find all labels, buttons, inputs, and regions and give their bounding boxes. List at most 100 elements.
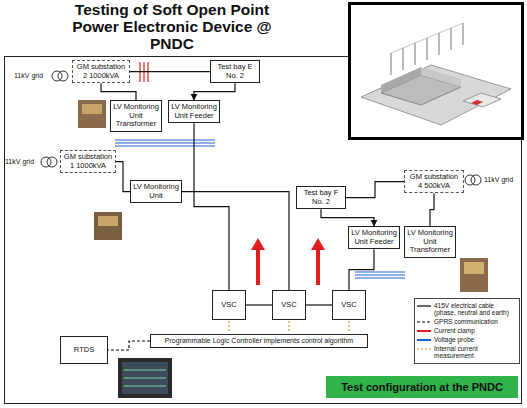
legend-text: 415V electrical cable (phase, neutral an…: [434, 302, 517, 317]
site-poles: [391, 23, 463, 75]
cable-connector: [246, 304, 272, 305]
node-text: LV Monitoring Unit Transformer: [407, 229, 453, 255]
transformer-symbol: [465, 175, 475, 185]
legend-box: 415V electrical cable (phase, neutral an…: [414, 298, 520, 364]
monitoring-unit-box: LV Monitoring Unit: [130, 180, 182, 203]
legend-entry: Current clamp: [417, 327, 517, 335]
equipment-photo: [78, 100, 106, 128]
legend-text: Current clamp: [434, 327, 475, 334]
screen-photo: [118, 358, 172, 398]
controller-bar: Programmable Logic Controller implements…: [150, 334, 368, 348]
cable-connector: [108, 341, 150, 350]
legend-text: GPRS communication: [434, 318, 498, 325]
node-text: VSC: [341, 301, 356, 310]
monitoring-unit-box: LV Monitoring Unit Transformer: [110, 100, 162, 132]
legend-line: [417, 321, 431, 322]
node-text: GM substation 1 1000kVA: [63, 153, 113, 170]
current-arrow: [251, 238, 265, 250]
legend-line: [417, 348, 431, 349]
equipment-photo: [94, 212, 122, 240]
site-building: [421, 67, 461, 87]
equipment-photo: [464, 262, 484, 274]
transformer-symbol: [41, 157, 51, 167]
node-text: RTDS: [74, 346, 94, 355]
site-illustration: [348, 2, 524, 140]
cable-connector: [101, 83, 136, 100]
transformer-symbol: [47, 157, 57, 167]
node-text: GM substation 4 500kVA: [407, 173, 461, 190]
current-arrow: [256, 248, 260, 285]
legend-entry: Internal current measurement: [417, 345, 517, 360]
node-text: VSC: [281, 301, 296, 310]
screen-grid: [124, 370, 166, 386]
node-text: Test bay E No. 2: [213, 63, 257, 80]
equipment-photo: [98, 216, 118, 226]
legend-entry: Voltage probe: [417, 336, 517, 344]
cable-connector: [430, 193, 434, 226]
substation-box: GM substation 1 1000kVA: [60, 150, 116, 173]
current-arrow: [316, 248, 320, 285]
substation-box: GM substation 4 500kVA: [404, 170, 464, 193]
cable-connector: [306, 304, 332, 305]
title: Testing of Soft Open Point Power Electro…: [58, 1, 286, 52]
legend-sample: [417, 327, 431, 335]
node-text: LV Monitoring Unit Feeder: [351, 229, 397, 246]
legend-line: [417, 305, 431, 306]
caption-banner: Test configuration at the PNDC: [326, 376, 518, 398]
node-text: LV Monitoring Unit Feeder: [171, 103, 217, 120]
test-bay-box: Test bay E No. 2: [210, 60, 260, 83]
site-building: [471, 100, 483, 105]
site-overhead-line: [391, 23, 463, 53]
substation-box: GM substation 2 1000kVA: [72, 60, 130, 83]
site-illustration: [351, 5, 521, 137]
screen-photo: [122, 362, 168, 394]
monitoring-unit-box: LV Monitoring Unit Transformer: [404, 226, 456, 258]
transformer-symbol: [58, 71, 68, 81]
site-building: [381, 67, 421, 93]
test-bay-box: Test bay F No. 2: [296, 186, 346, 209]
converter-box: VSC: [332, 290, 366, 320]
diagram-frame: [5, 57, 522, 404]
site-building: [463, 93, 501, 107]
current-arrow: [311, 238, 325, 250]
node-text: LV Monitoring Unit: [133, 183, 179, 200]
grid-label: 11kV grid: [5, 158, 34, 166]
monitoring-unit-box: LV Monitoring Unit Feeder: [168, 100, 220, 123]
equipment-photo: [460, 258, 488, 292]
caption: Test configuration at the PNDC: [341, 381, 503, 393]
legend-sample: [417, 345, 431, 353]
cable-connector: [321, 209, 374, 226]
simulator-box: RTDS: [60, 336, 108, 364]
measurement-link: [229, 321, 349, 333]
legend-entry: 415V electrical cable (phase, neutral an…: [417, 302, 517, 317]
cable-connector: [194, 83, 235, 100]
legend-entry: GPRS communication: [417, 318, 517, 326]
legend-text: Voltage probe: [434, 336, 474, 343]
voltage-probe-wires: [115, 140, 215, 146]
cable-connector: [349, 249, 374, 290]
transformer-symbol: [471, 175, 481, 185]
legend-line: [417, 330, 431, 332]
legend-sample: [417, 336, 431, 344]
cable-connector: [346, 182, 404, 198]
legend-line: [417, 339, 431, 341]
grid-label: 11kV grid: [484, 176, 513, 184]
cable-connector: [182, 192, 289, 290]
converter-box: VSC: [272, 290, 306, 320]
equipment-photo: [82, 104, 102, 114]
transformer-symbol: [52, 71, 62, 81]
site-ground: [361, 65, 511, 125]
voltage-probe-wires: [355, 272, 405, 278]
cable-connector: [116, 162, 130, 192]
node-text: Programmable Logic Controller implements…: [153, 337, 365, 345]
node-text: VSC: [221, 301, 236, 310]
cable-connector: [130, 71, 210, 72]
node-text: Test bay F No. 2: [299, 189, 343, 206]
cable-connector: [194, 123, 229, 290]
legend-sample: [417, 302, 431, 310]
legend-sample: [417, 318, 431, 326]
monitoring-unit-box: LV Monitoring Unit Feeder: [348, 226, 400, 249]
converter-box: VSC: [212, 290, 246, 320]
legend-text: Internal current measurement: [434, 345, 517, 360]
